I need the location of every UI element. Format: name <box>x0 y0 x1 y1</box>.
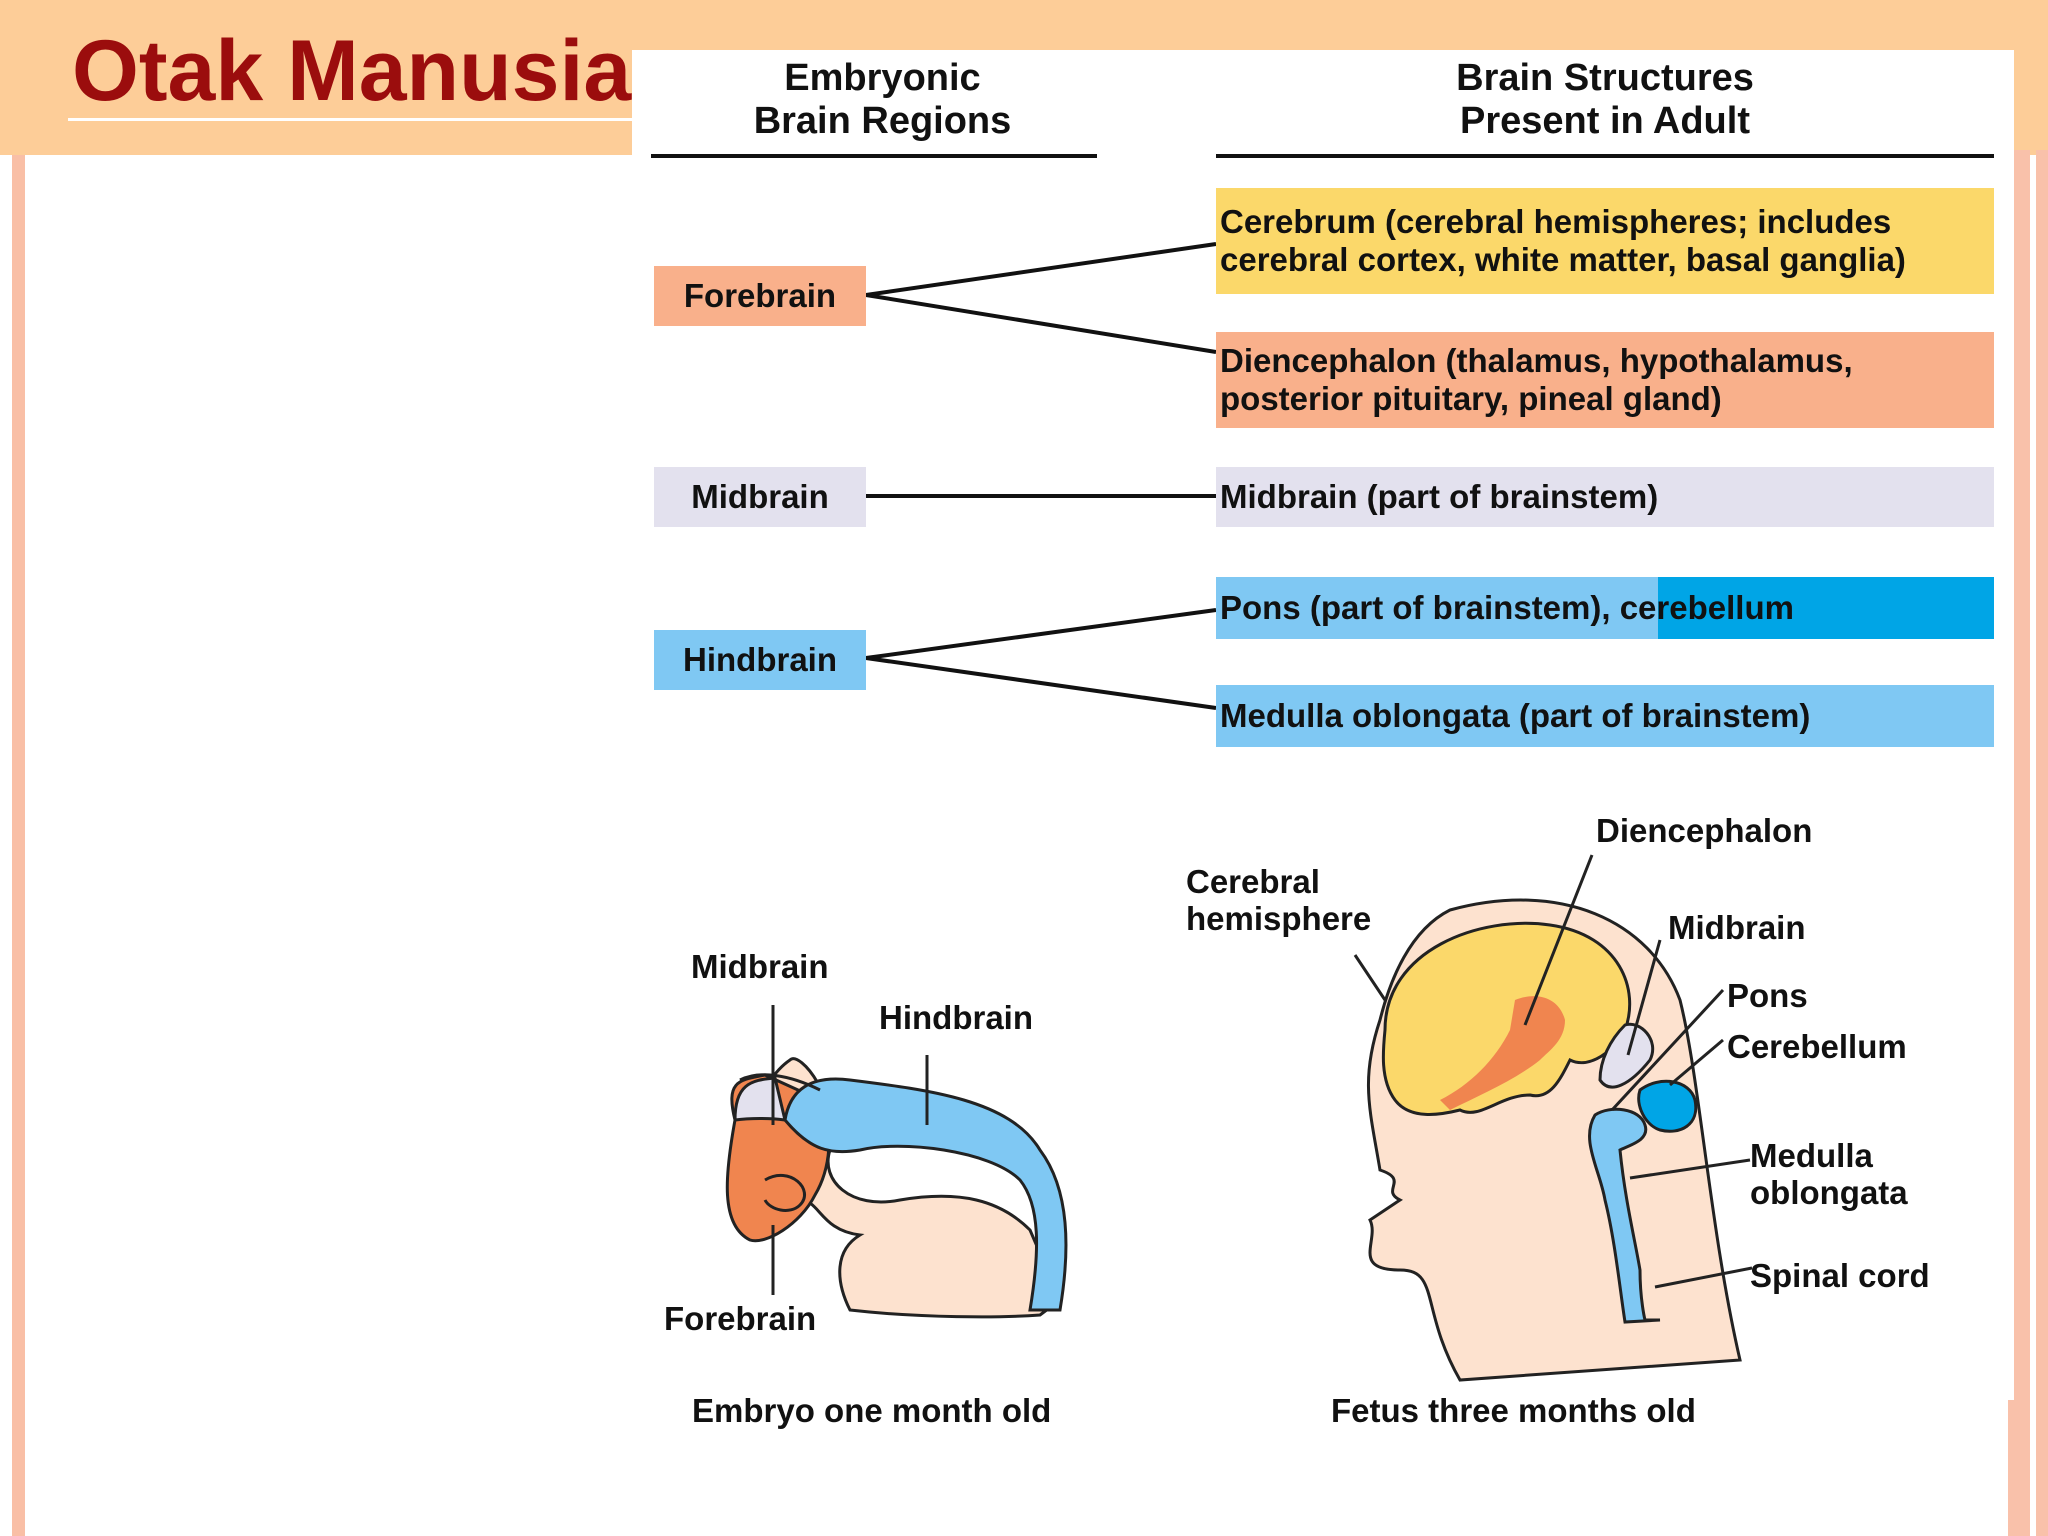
fetus-illustration <box>1353 854 1753 1382</box>
fetus-medulla-label: Medulla oblongata <box>1750 1137 1908 1211</box>
embryonic-regions-heading: Embryonic Brain Regions <box>753 57 1012 142</box>
fetus-spinal-cord-label: Spinal cord <box>1750 1257 1930 1294</box>
connector-hindbrain-medulla <box>865 656 1217 710</box>
embryo-illustration <box>725 1005 1068 1319</box>
region-hindbrain: Hindbrain <box>654 630 866 690</box>
connector-forebrain-cerebrum <box>865 242 1217 297</box>
connector-hindbrain-pons <box>865 608 1217 660</box>
right-heading-rule <box>1216 154 1994 158</box>
left-heading-rule <box>651 154 1097 158</box>
structure-midbrain: Midbrain (part of brainstem) <box>1216 467 1994 527</box>
fetus-caption: Fetus three months old <box>1331 1392 1696 1429</box>
fetus-cerebellum-label: Cerebellum <box>1727 1028 1907 1065</box>
structure-pons-cerebellum: Pons (part of brainstem), cerebellum <box>1216 577 1994 639</box>
region-midbrain: Midbrain <box>654 467 866 527</box>
fetus-pons-label: Pons <box>1727 977 1808 1014</box>
structure-diencephalon: Diencephalon (thalamus, hypothalamus, po… <box>1216 332 1994 428</box>
adult-structures-heading: Brain Structures Present in Adult <box>1456 57 1754 142</box>
region-forebrain: Forebrain <box>654 266 866 326</box>
fetus-diencephalon-label: Diencephalon <box>1596 812 1813 849</box>
fetus-midbrain-label: Midbrain <box>1668 909 1806 946</box>
fetus-cerebral-hemisphere-label: Cerebral hemisphere <box>1186 863 1372 937</box>
title-underline <box>68 118 636 121</box>
slide-title: Otak Manusia <box>72 23 632 119</box>
connector-forebrain-diencephalon <box>865 293 1217 354</box>
structure-cerebrum: Cerebrum (cerebral hemispheres; includes… <box>1216 188 1994 294</box>
embryo-forebrain-label: Forebrain <box>664 1300 817 1337</box>
structure-medulla: Medulla oblongata (part of brainstem) <box>1216 685 1994 747</box>
embryo-midbrain-label: Midbrain <box>691 948 829 985</box>
right-decor-strip-outer <box>2036 150 2048 1536</box>
embryo-caption: Embryo one month old <box>692 1392 1052 1429</box>
embryo-hindbrain-label: Hindbrain <box>879 999 1033 1036</box>
left-decor-strip <box>12 155 25 1536</box>
